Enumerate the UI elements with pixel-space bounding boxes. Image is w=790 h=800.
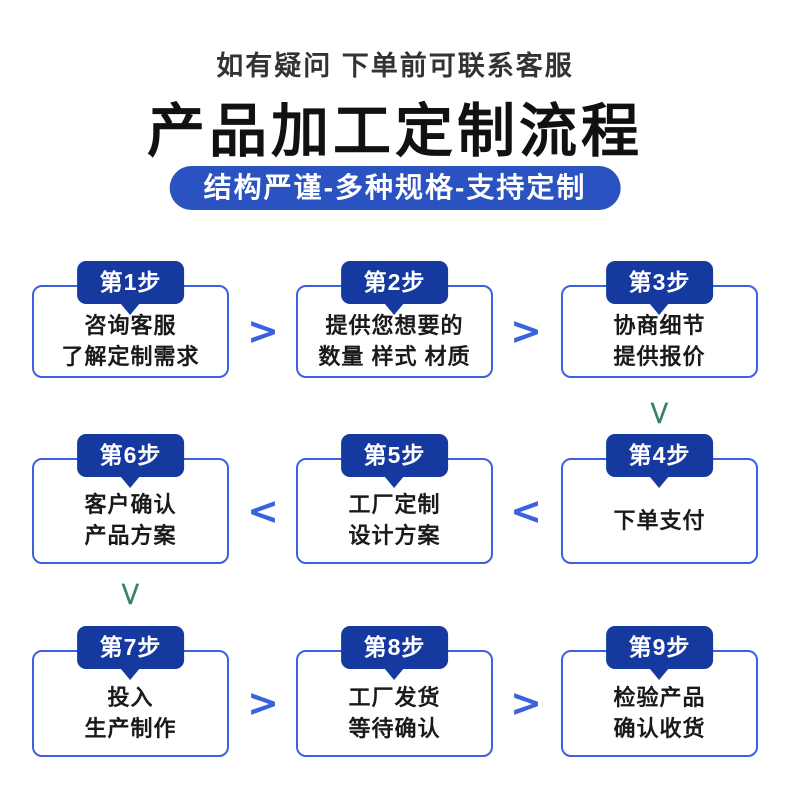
step-text-line: 工厂发货: [348, 684, 441, 710]
step-box-8: 第8步 工厂发货 等待确认: [296, 626, 493, 757]
chevron-down-icon: >: [641, 399, 680, 427]
step-badge: 第2步: [340, 261, 449, 315]
step-badge: 第8步: [340, 626, 449, 680]
step-badge-label: 第4步: [628, 442, 691, 468]
step-text-line: 客户确认: [84, 492, 177, 517]
chevron-right-icon: >: [247, 309, 279, 353]
step-badge-label: 第5步: [363, 442, 426, 468]
step-text-line: 数量 样式 材质: [318, 343, 471, 369]
step-box-9: 第9步 检验产品 确认收货: [561, 626, 758, 757]
step-text-line: 了解定制需求: [61, 343, 200, 369]
step-box-1: 第1步 咨询客服 了解定制需求: [32, 261, 229, 378]
feature-banner-pill: 结构严谨-多种规格-支持定制: [169, 166, 621, 210]
step-text-line: 投入: [107, 684, 154, 710]
step-text-line: 生产制作: [84, 715, 177, 741]
step-text-line: 咨询客服: [84, 312, 177, 338]
step-text-line: 确认收货: [613, 715, 706, 741]
chevron-right-icon: >: [247, 681, 279, 725]
step-badge: 第7步: [76, 626, 185, 680]
step-badge-label: 第6步: [99, 442, 162, 468]
badge-tail: [120, 476, 141, 488]
step-badge-label: 第7步: [99, 634, 162, 660]
step-text-line: 等待确认: [348, 715, 441, 741]
badge-tail: [120, 668, 141, 680]
chevron-right-icon: >: [510, 309, 542, 353]
badge-tail: [649, 668, 670, 680]
step-badge-label: 第3步: [628, 269, 691, 295]
step-badge-label: 第8步: [363, 634, 426, 660]
badge-tail: [384, 668, 405, 680]
step-badge: 第9步: [605, 626, 714, 680]
step-badge: 第6步: [76, 434, 185, 488]
badge-tail: [384, 303, 405, 315]
step-text-line: 提供报价: [613, 343, 706, 369]
step-box-7: 第7步 投入 生产制作: [32, 626, 229, 757]
step-badge-label: 第1步: [99, 269, 162, 295]
contact-hint-text: 如有疑问 下单前可联系客服: [216, 51, 574, 81]
step-badge: 第4步: [605, 434, 714, 488]
badge-tail: [120, 303, 141, 315]
step-badge-label: 第2步: [363, 269, 426, 295]
step-text-line: 下单支付: [613, 507, 706, 533]
badge-tail: [649, 303, 670, 315]
step-text-line: 检验产品: [613, 684, 706, 710]
step-badge: 第1步: [76, 261, 185, 315]
step-box-3: 第3步 协商细节 提供报价: [561, 261, 758, 378]
chevron-down-icon: >: [112, 580, 151, 608]
step-box-6: 第6步 客户确认 产品方案: [32, 434, 229, 564]
step-box-4: 第4步 下单支付: [561, 434, 758, 564]
step-text-line: 产品方案: [84, 523, 177, 548]
step-badge-label: 第9步: [628, 634, 691, 660]
badge-tail: [649, 476, 670, 488]
step-text-line: 工厂定制: [348, 492, 441, 517]
badge-tail: [384, 476, 405, 488]
page-title: 产品加工定制流程: [146, 99, 643, 164]
step-box-5: 第5步 工厂定制 设计方案: [296, 434, 493, 564]
step-badge: 第3步: [605, 261, 714, 315]
chevron-left-icon: <: [247, 489, 279, 533]
step-badge: 第5步: [340, 434, 449, 488]
step-text-line: 协商细节: [613, 312, 706, 338]
chevron-left-icon: <: [510, 489, 542, 533]
chevron-right-icon: >: [510, 681, 542, 725]
step-text-line: 设计方案: [348, 523, 441, 548]
step-text-line: 提供您想要的: [325, 312, 464, 338]
step-box-2: 第2步 提供您想要的 数量 样式 材质: [296, 261, 493, 378]
